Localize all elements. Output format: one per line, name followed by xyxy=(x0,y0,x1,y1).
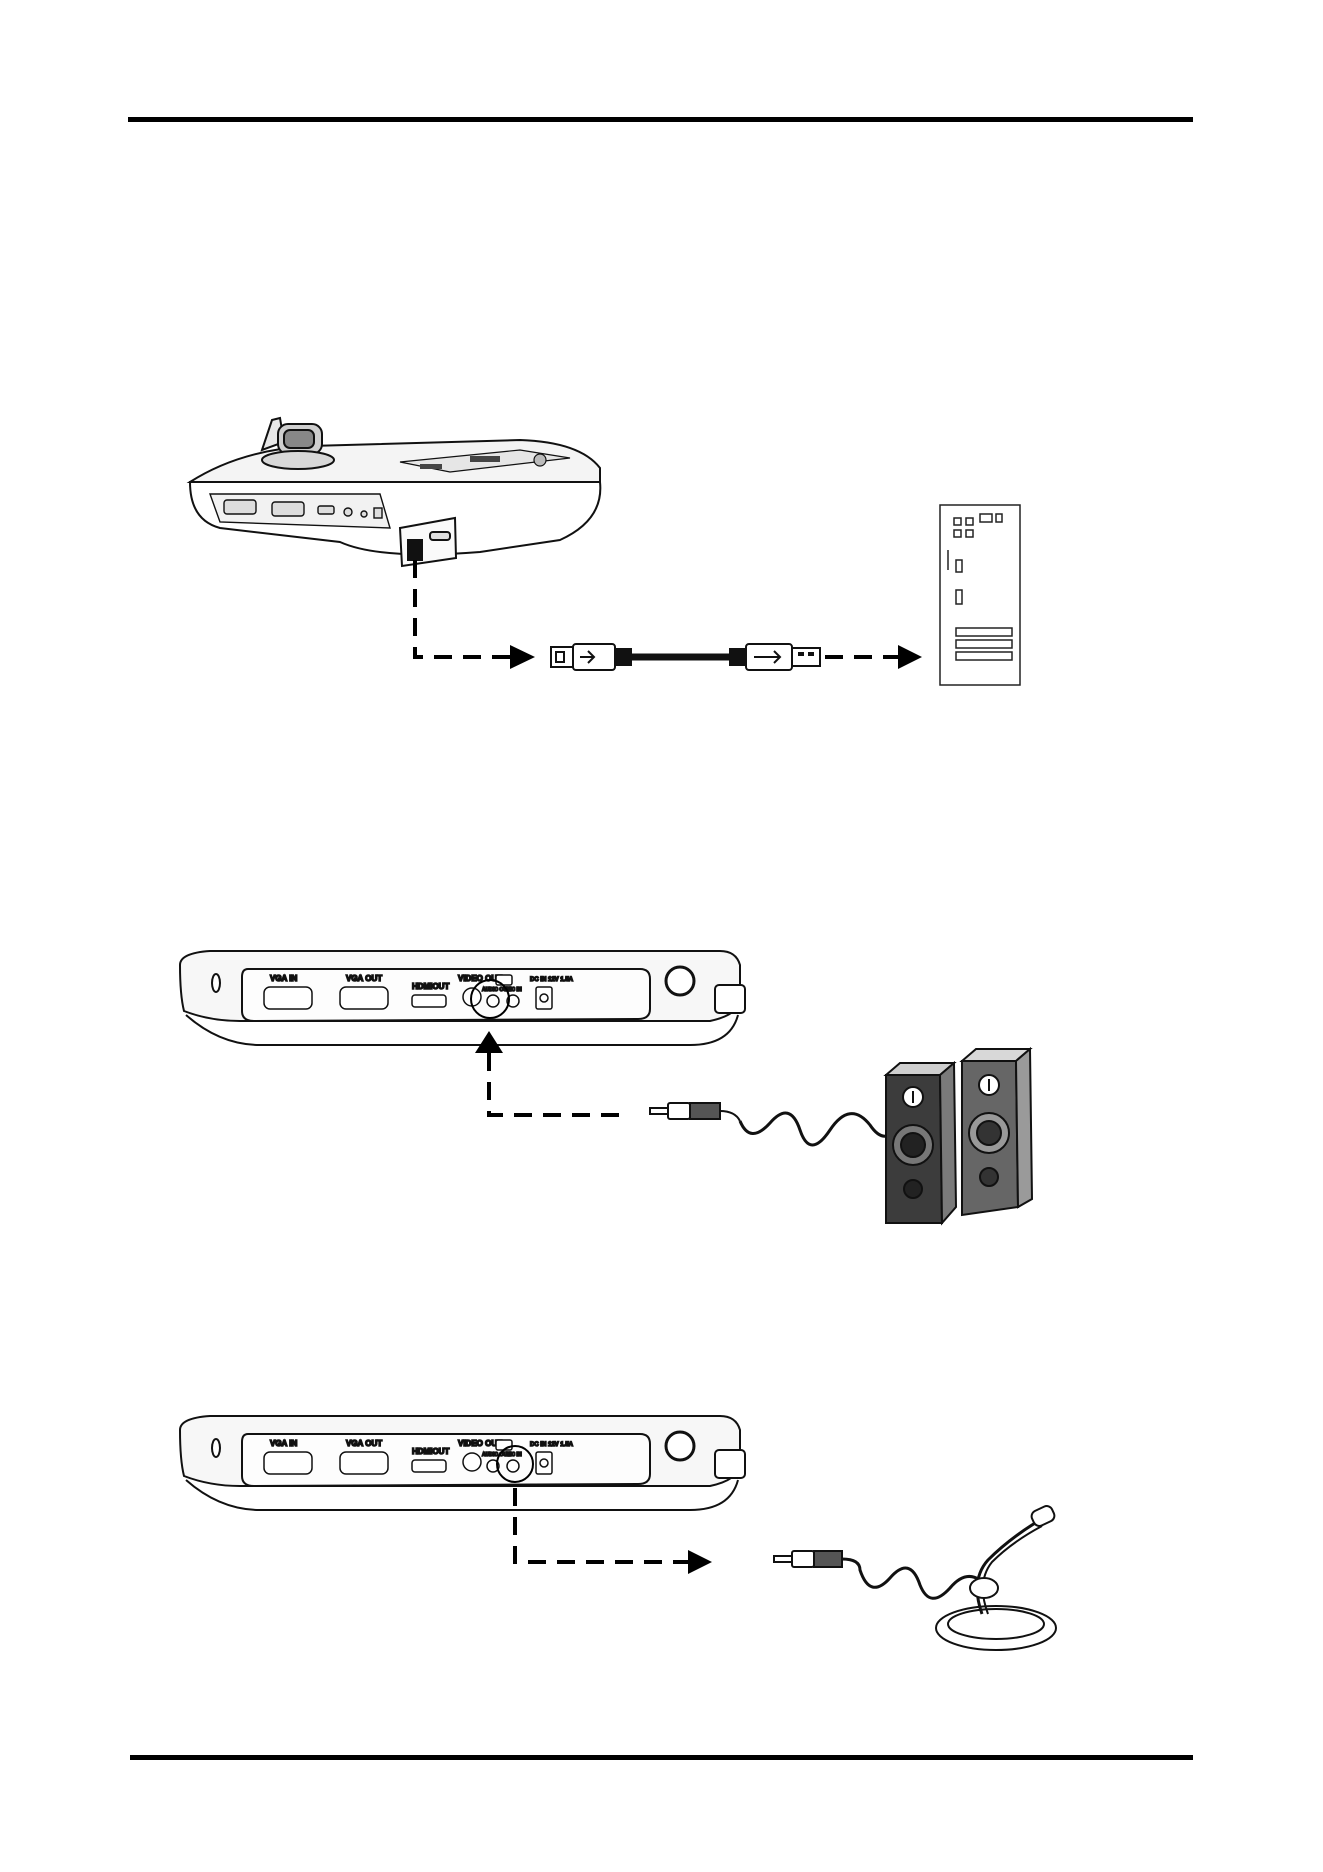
lock-knob xyxy=(666,1432,694,1460)
speaker-cable xyxy=(740,1113,890,1145)
mic-cable xyxy=(842,1559,980,1598)
arrow-head-left xyxy=(510,645,535,669)
mic-plug xyxy=(774,1551,980,1598)
desktop-microphone xyxy=(936,1504,1056,1650)
dc-in-label: DC IN 12V 1.5A xyxy=(530,977,574,983)
arrow-head-up xyxy=(475,1031,503,1053)
video-out-port xyxy=(463,1453,481,1471)
speaker-connection-figure: VGA IN VGA OUT HDMIOUT VIDEO OUT AUDIO O… xyxy=(170,945,1140,1235)
pc-tower-rear xyxy=(940,505,1020,685)
footer-rule xyxy=(130,1755,1193,1760)
usb-cable xyxy=(551,644,820,670)
camera-head xyxy=(262,418,334,469)
vga-in-port xyxy=(264,987,312,1009)
mic-clip xyxy=(970,1578,998,1598)
mic-in-label: MIC IN xyxy=(506,1452,522,1458)
speaker-left xyxy=(886,1063,956,1223)
arrow-head-right xyxy=(688,1550,712,1574)
dc-in-label: DC IN 12V 1.5A xyxy=(530,1442,574,1448)
hdmi-out-port xyxy=(412,995,446,1007)
usb-type-a-plug xyxy=(730,644,820,670)
vga-out-port xyxy=(340,987,388,1009)
vga-in-label: VGA IN xyxy=(270,1439,297,1448)
switch xyxy=(496,1440,512,1450)
vga-out-label: VGA OUT xyxy=(346,1439,382,1448)
usb-type-b-plug xyxy=(551,644,631,670)
mic-in-port xyxy=(507,1460,519,1472)
hdmi-out-port xyxy=(412,1460,446,1472)
hdmi-out-label: HDMIOUT xyxy=(412,1447,449,1456)
rear-port-panel xyxy=(210,494,390,528)
document-camera xyxy=(190,418,600,566)
vga-in-port xyxy=(264,1452,312,1474)
speaker-right xyxy=(962,1049,1032,1215)
usb-dashed-arrow-left xyxy=(415,560,515,657)
hdmi-out-label: HDMIOUT xyxy=(412,982,449,991)
lock-knob xyxy=(666,967,694,995)
microphone-connection-figure: VGA IN VGA OUT HDMIOUT VIDEO OUT AUDIO O… xyxy=(170,1410,1090,1660)
vga-out-port xyxy=(340,1452,388,1474)
switch xyxy=(496,975,512,985)
side-screw xyxy=(212,974,220,992)
stereo-speakers xyxy=(886,1049,1032,1223)
mic-neck xyxy=(977,1520,1040,1614)
audio-dashed-path xyxy=(489,1053,630,1115)
header-rule xyxy=(128,117,1193,122)
vga-out-label: VGA OUT xyxy=(346,974,382,983)
audio-out-port xyxy=(487,995,499,1007)
arrow-head-right xyxy=(898,645,922,669)
side-screw xyxy=(212,1439,220,1457)
mic-dashed-path xyxy=(515,1488,690,1562)
usb-connection-figure xyxy=(180,410,1180,690)
vga-in-label: VGA IN xyxy=(270,974,297,983)
audio-plug xyxy=(650,1103,890,1145)
